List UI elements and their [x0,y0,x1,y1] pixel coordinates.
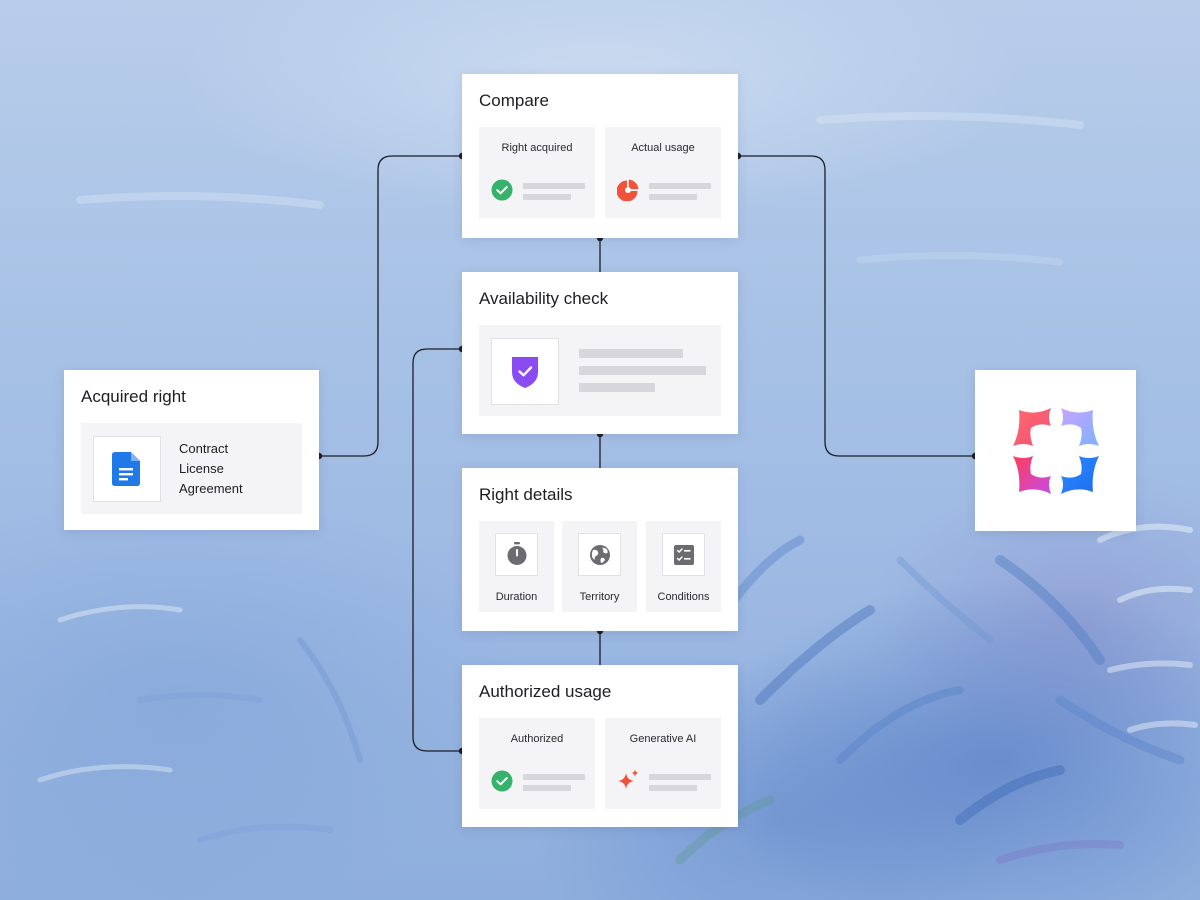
stopwatch-icon [507,542,527,565]
connector-availability-to-authorized [412,348,462,752]
document-icon [112,452,140,486]
compare-title: Compare [479,91,549,110]
compare-card: Compare Right acquired Actual usage [462,74,738,238]
right-acquired-panel: Right acquired [479,127,595,218]
availability-check-title: Availability check [479,289,609,308]
right-details-title: Right details [479,485,573,504]
placeholder-bar [649,774,711,780]
conditions-label: Conditions [657,591,710,603]
actual-usage-label: Actual usage [631,142,695,154]
territory-panel: Territory [562,521,637,612]
placeholder-bar [579,366,706,375]
generative-ai-label: Generative AI [629,733,697,745]
globe-icon [590,545,610,565]
shield-check-icon [512,357,538,388]
placeholder-bar [523,785,571,791]
duration-panel: Duration [479,521,554,612]
right-acquired-label: Right acquired [501,142,573,154]
placeholder-bar [579,383,655,392]
sparkle-icon [618,769,639,789]
acquired-right-title: Acquired right [81,387,186,406]
agreement-types: Contract License Agreement [179,439,243,499]
right-details-card: Right details Duration Territory [462,468,738,631]
brand-logo-card [975,370,1136,531]
territory-label: Territory [579,591,620,603]
doc-line-agreement: Agreement [179,481,243,496]
territory-tile [578,533,621,576]
doc-line-license: License [179,461,224,476]
placeholder-bar [649,785,697,791]
pie-chart-icon [617,179,639,201]
conditions-tile [662,533,705,576]
availability-check-card: Availability check [462,272,738,434]
check-circle-icon [491,770,513,792]
duration-label: Duration [495,591,538,603]
placeholder-bar [649,194,697,200]
authorized-panel: Authorized [479,718,595,809]
placeholder-bar [523,774,585,780]
connector-compare-to-logo [738,155,975,457]
duration-tile [495,533,538,576]
actual-usage-panel: Actual usage [605,127,721,218]
availability-panel [479,325,721,416]
document-tile [93,436,161,502]
connector-acquired-to-compare [319,155,462,457]
checklist-icon [674,545,694,565]
authorized-usage-title: Authorized usage [479,682,612,701]
check-circle-icon [491,179,513,201]
placeholder-bar [579,349,683,358]
doc-line-contract: Contract [179,441,229,456]
conditions-panel: Conditions [646,521,721,612]
brand-logo-icon [1013,408,1099,494]
shield-tile [491,338,559,405]
authorized-label: Authorized [510,733,564,745]
generative-ai-panel: Generative AI [605,718,721,809]
acquired-right-card: Acquired right Contract License Agreemen… [64,370,319,530]
placeholder-bar [523,194,571,200]
placeholder-bar [649,183,711,189]
placeholder-bar [523,183,585,189]
authorized-usage-card: Authorized usage Authorized Generative A… [462,665,738,827]
acquired-right-panel: Contract License Agreement [81,423,302,514]
